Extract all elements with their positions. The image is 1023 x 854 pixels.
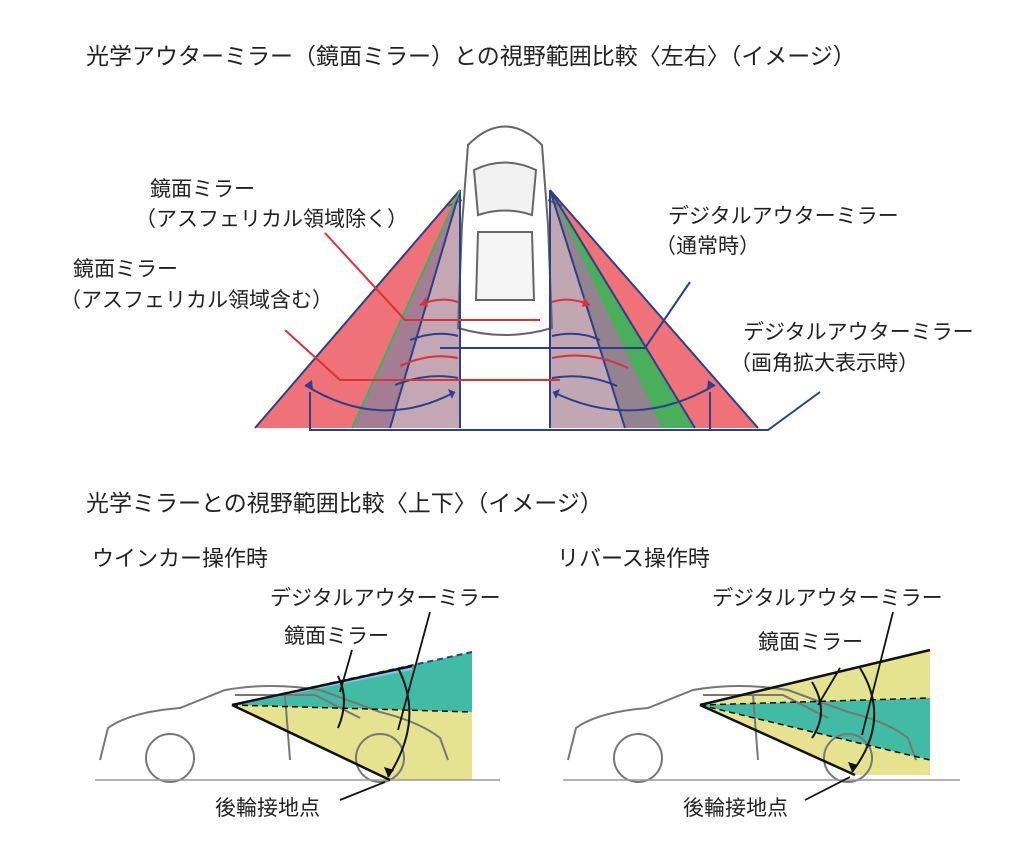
label-mirror-incl-1: 鏡面ミラー bbox=[73, 257, 178, 281]
label-digital-wide-1: デジタルアウターミラー bbox=[743, 320, 974, 344]
label-mirror-excl-1: 鏡面ミラー bbox=[150, 177, 255, 201]
label-mirror-excl-2: （アスフェリカル領域除く） bbox=[135, 207, 408, 231]
winker-side-view bbox=[95, 611, 500, 801]
label-digital-normal-2: （通常時） bbox=[655, 234, 760, 258]
reverse-ground-point-label: 後輪接地点 bbox=[683, 796, 788, 820]
winker-mirror-label: 鏡面ミラー bbox=[284, 624, 389, 648]
top-diagram-title: 光学アウターミラー（鏡面ミラー）との視野範囲比較〈左右〉（イメージ） bbox=[86, 44, 856, 70]
leader-mirror-incl bbox=[284, 329, 560, 381]
label-digital-normal-1: デジタルアウターミラー bbox=[668, 204, 899, 228]
reverse-digital-label: デジタルアウターミラー bbox=[712, 586, 943, 610]
label-digital-wide-2: （画角拡大表示時） bbox=[730, 351, 919, 375]
reverse-mirror-label: 鏡面ミラー bbox=[758, 630, 863, 654]
car-top-view bbox=[447, 125, 563, 336]
reverse-side-view bbox=[563, 611, 960, 801]
bottom-diagram-title: 光学ミラーとの視野範囲比較〈上下〉（イメージ） bbox=[86, 491, 603, 517]
label-mirror-incl-2: （アスフェリカル領域含む） bbox=[60, 288, 333, 312]
leader-mirror-excl bbox=[324, 232, 540, 321]
reverse-heading: リバース操作時 bbox=[557, 547, 710, 572]
reverse-teal-zone bbox=[700, 698, 930, 760]
winker-digital-label: デジタルアウターミラー bbox=[270, 586, 501, 610]
winker-heading: ウインカー操作時 bbox=[92, 547, 269, 572]
leader-digital-normal bbox=[440, 281, 691, 349]
winker-ground-point-label: 後輪接地点 bbox=[215, 796, 320, 820]
winker-yellow-zone bbox=[232, 705, 472, 780]
leader-digital-wide bbox=[309, 391, 821, 431]
